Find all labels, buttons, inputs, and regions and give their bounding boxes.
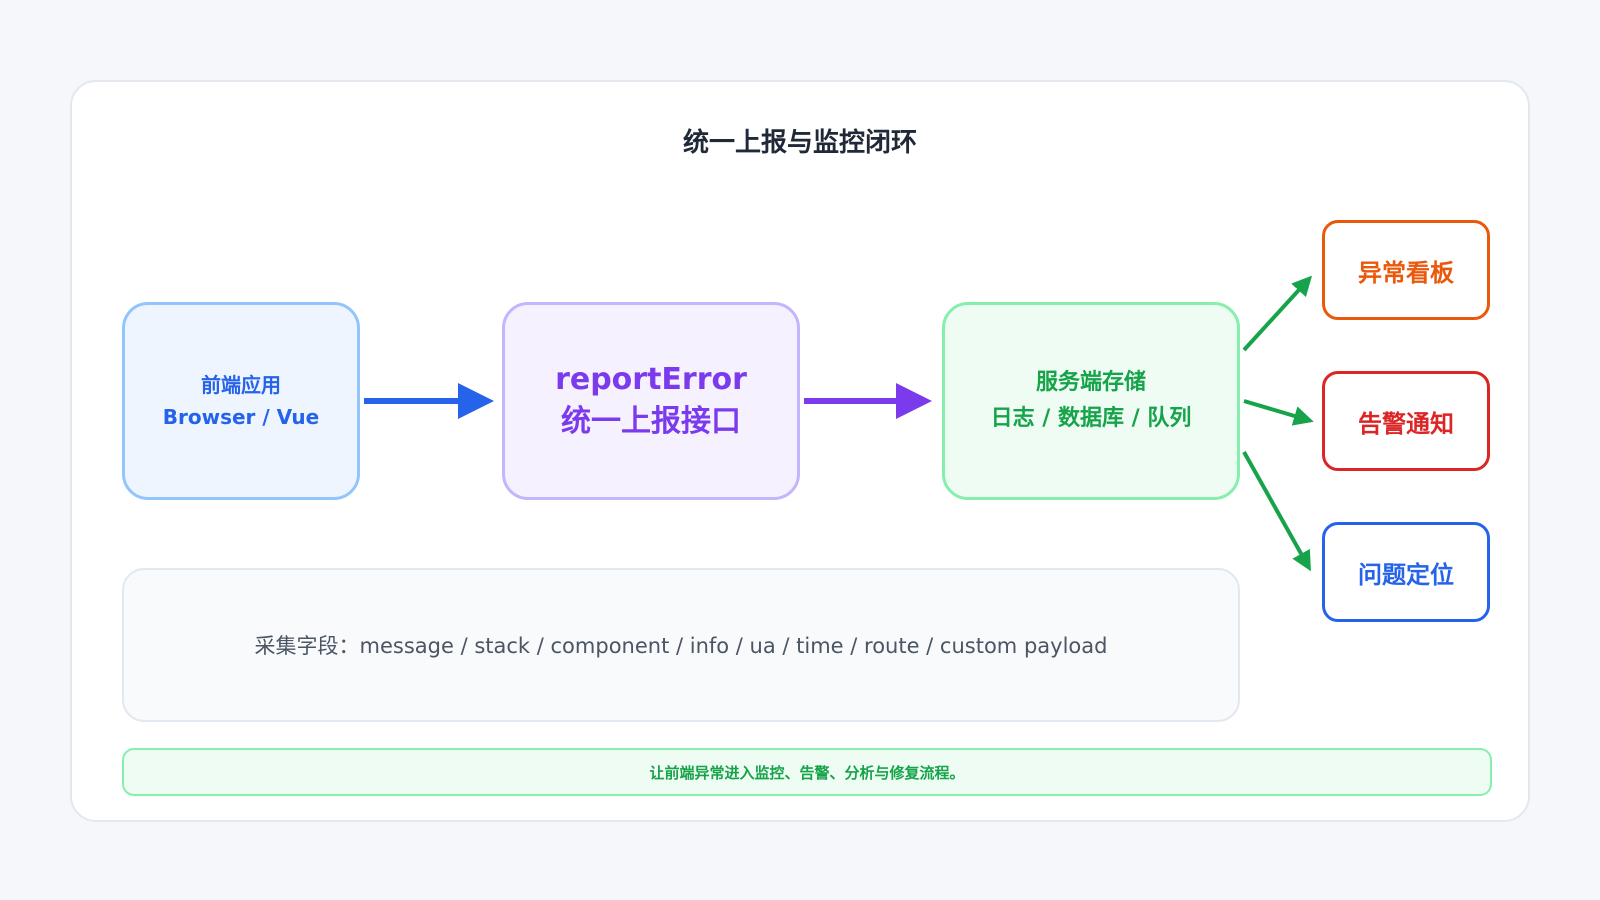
node-storage-sublabel: 日志 / 数据库 / 队列 (990, 406, 1192, 431)
footer-note: 让前端异常进入监控、告警、分析与修复流程。 (122, 748, 1492, 796)
node-report-sublabel: 统一上报接口 (561, 404, 741, 439)
footer-text: 让前端异常进入监控、告警、分析与修复流程。 (649, 763, 965, 782)
node-locate-label: 问题定位 (1358, 560, 1454, 589)
node-storage-label: 服务端存储 (1035, 370, 1146, 395)
fields-text: 采集字段：message / stack / component / info … (254, 634, 1108, 658)
diagram-title: 统一上报与监控闭环 (682, 128, 917, 158)
node-locate: 问题定位 (1322, 522, 1490, 622)
node-report-label: reportError (555, 362, 747, 397)
node-frontend-label: 前端应用 (201, 373, 281, 397)
fields-box: 采集字段：message / stack / component / info … (122, 568, 1240, 722)
node-frontend-sublabel: Browser / Vue (162, 405, 320, 429)
node-dashboard-label: 异常看板 (1358, 258, 1454, 287)
node-alert: 告警通知 (1322, 371, 1490, 471)
node-report-error: reportError 统一上报接口 (502, 302, 800, 500)
node-server-storage: 服务端存储 日志 / 数据库 / 队列 (942, 302, 1240, 500)
node-dashboard: 异常看板 (1322, 220, 1490, 320)
node-alert-label: 告警通知 (1358, 409, 1454, 438)
node-frontend-app: 前端应用 Browser / Vue (122, 302, 360, 500)
